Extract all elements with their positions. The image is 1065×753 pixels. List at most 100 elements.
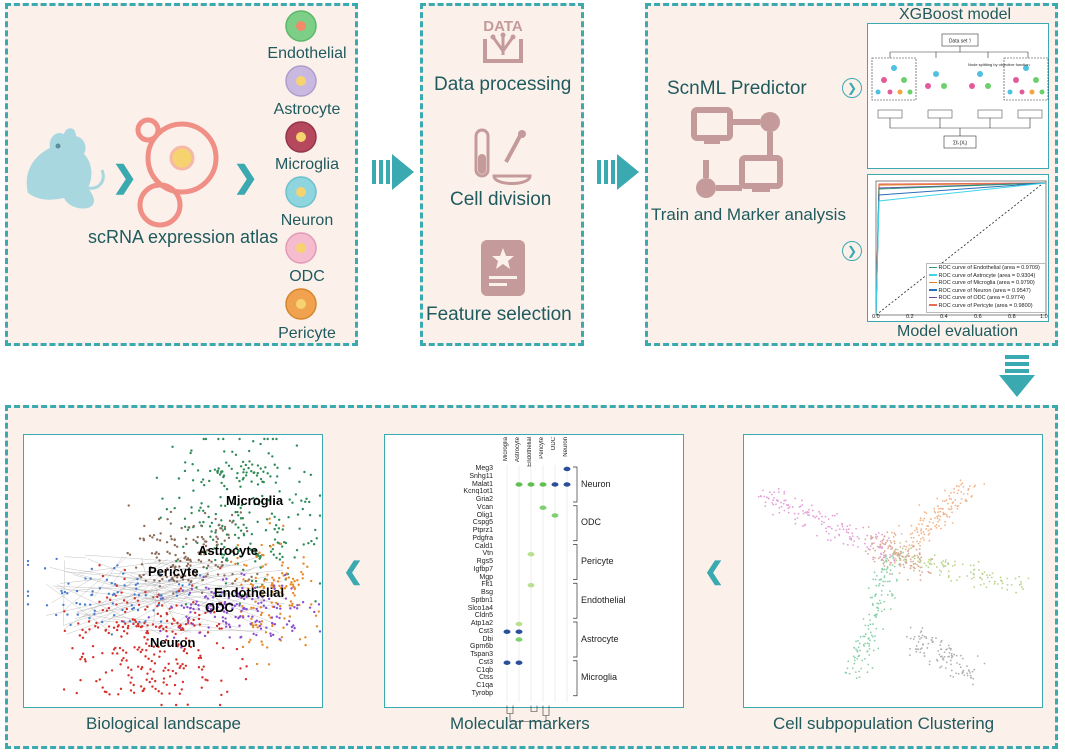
landscape-point: [256, 483, 260, 486]
landscape-point: [235, 546, 238, 549]
landscape-point: [274, 524, 278, 527]
landscape-point: [179, 623, 182, 627]
landscape-point: [219, 552, 222, 556]
landscape-point: [239, 529, 243, 532]
landscape-point: [293, 626, 296, 630]
cluster-point: [898, 572, 901, 575]
landscape-point: [186, 703, 189, 706]
cluster-point: [902, 551, 905, 554]
landscape-point: [206, 679, 209, 682]
marker-violin: [563, 482, 571, 487]
landscape-point: [234, 615, 237, 619]
cluster-point: [920, 530, 922, 532]
landscape-point: [184, 461, 187, 464]
cluster-point: [804, 523, 807, 526]
cluster-point: [877, 531, 880, 534]
cluster-point: [950, 663, 952, 666]
landscape-point: [211, 602, 214, 605]
landscape-point: [301, 507, 305, 511]
marker-violin: [503, 660, 511, 665]
cluster-point: [810, 504, 813, 507]
landscape-point: [202, 437, 205, 441]
landscape-point: [177, 583, 181, 586]
cluster-point: [886, 539, 889, 542]
landscape-point: [188, 574, 191, 577]
landscape-point: [135, 587, 138, 590]
landscape-point: [262, 553, 265, 557]
landscape-point: [238, 479, 241, 483]
landscape-point: [251, 597, 254, 601]
cluster-point: [887, 559, 890, 562]
landscape-point: [116, 625, 120, 628]
cluster-point: [945, 648, 948, 651]
landscape-point: [252, 496, 255, 500]
landscape-point: [133, 597, 136, 600]
landscape-point: [200, 502, 203, 505]
landscape-point: [179, 587, 182, 590]
landscape-point: [261, 565, 264, 568]
landscape-point: [26, 590, 30, 593]
marker-column-label: ODC: [551, 437, 557, 451]
cluster-point: [867, 587, 870, 590]
landscape-point: [312, 542, 316, 546]
cluster-point: [919, 561, 921, 564]
cluster-point: [936, 515, 939, 518]
certificate-icon: [481, 240, 525, 296]
landscape-point: [168, 675, 172, 678]
landscape-point: [197, 666, 201, 669]
landscape-point: [158, 594, 161, 597]
landscape-point: [291, 583, 295, 586]
cluster-point: [893, 560, 896, 562]
landscape-point: [188, 571, 191, 574]
landscape-point: [128, 553, 132, 556]
cluster-point: [928, 558, 930, 561]
cluster-point: [999, 576, 1002, 579]
landscape-point: [265, 518, 269, 521]
landscape-point: [101, 651, 104, 655]
landscape-point: [112, 648, 116, 651]
cluster-point: [797, 512, 800, 515]
landscape-point: [133, 618, 136, 622]
landscape-point: [278, 576, 281, 580]
cluster-point: [948, 497, 951, 500]
cluster-point: [864, 624, 867, 627]
neuron-cell-icon: [285, 176, 317, 208]
cluster-point: [936, 505, 939, 508]
landscape-point: [169, 510, 173, 514]
landscape-point: [218, 603, 222, 606]
landscape-point: [209, 535, 212, 538]
cluster-point: [947, 575, 950, 577]
landscape-point: [127, 674, 130, 677]
landscape-point: [264, 529, 268, 532]
landscape-point: [120, 591, 123, 594]
circle-chevron-icon: ❯: [842, 78, 862, 98]
cluster-point: [847, 660, 850, 663]
landscape-point: [187, 593, 191, 596]
landscape-point: [255, 555, 258, 559]
landscape-plot: Microglia Astrocyte Pericyte Endothelial…: [23, 434, 323, 708]
cluster-point: [772, 513, 774, 516]
landscape-point: [148, 534, 152, 538]
cluster-point: [778, 506, 781, 509]
landscape-point: [122, 656, 125, 660]
cluster-point: [853, 662, 856, 665]
landscape-point: [79, 658, 82, 661]
landscape-point: [204, 437, 208, 441]
gene-label: Olig1: [476, 511, 493, 519]
landscape-point: [150, 677, 154, 680]
landscape-point: [269, 634, 273, 638]
cluster-point: [923, 533, 926, 536]
landscape-point: [175, 576, 179, 579]
cluster-point: [910, 547, 912, 549]
cluster-point: [881, 546, 884, 548]
landscape-point: [237, 536, 240, 540]
cluster-point: [969, 672, 971, 674]
cluster-point: [946, 502, 949, 505]
landscape-point: [151, 623, 155, 626]
landscape-point: [168, 552, 171, 555]
landscape-point: [275, 556, 278, 560]
roc-legend-item: ROC curve of Astrocyte (area = 0.9304): [929, 273, 1035, 279]
cluster-point: [973, 568, 976, 571]
landscape-point: [77, 622, 80, 625]
landscape-point: [242, 523, 245, 527]
